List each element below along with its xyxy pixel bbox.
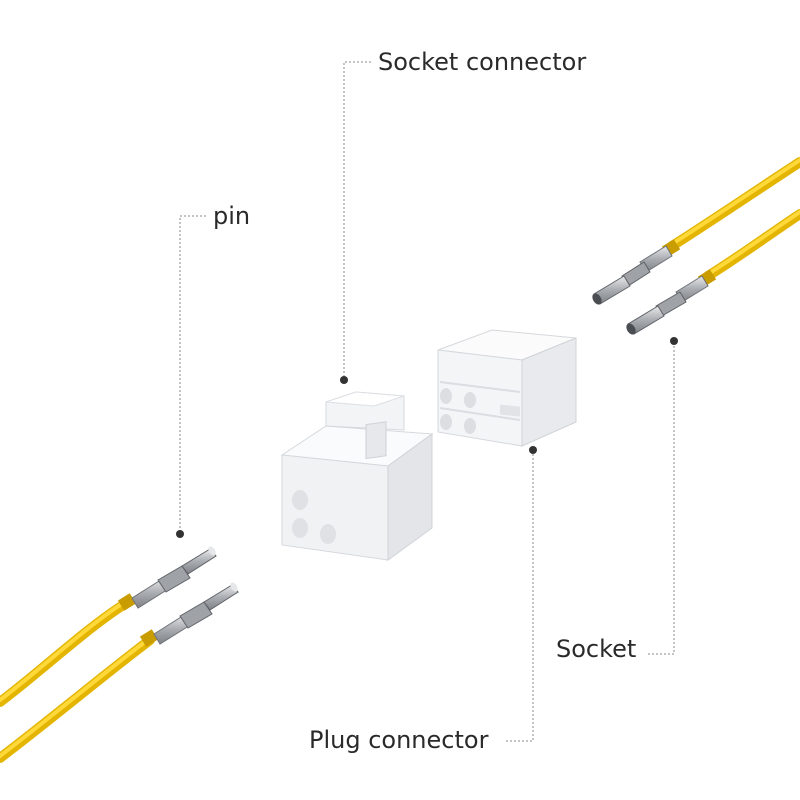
plug-connector-housing (437, 329, 577, 447)
leader-plug-connector (504, 450, 534, 742)
socket-connector-housing (280, 391, 434, 561)
left-wires (0, 597, 155, 763)
leader-lines (179, 61, 675, 742)
dot-socket-connector (340, 376, 348, 384)
leader-socket (648, 342, 675, 655)
pin-terminal-top (117, 546, 217, 611)
label-pin: pin (213, 202, 251, 230)
pin-terminal-bottom (139, 582, 239, 647)
label-socket: Socket (556, 635, 637, 663)
dot-socket (670, 337, 678, 345)
socket-terminal-bottom (626, 269, 717, 335)
dot-pin (176, 530, 184, 538)
label-socket-connector: Socket connector (378, 48, 587, 76)
leader-dots (176, 337, 678, 538)
socket-terminal-top (592, 239, 681, 305)
leader-pin (179, 215, 206, 532)
right-wires (667, 157, 800, 281)
dot-plug-connector (529, 446, 537, 454)
leader-socket-connector (343, 61, 371, 378)
label-plug-connector: Plug connector (309, 726, 489, 754)
